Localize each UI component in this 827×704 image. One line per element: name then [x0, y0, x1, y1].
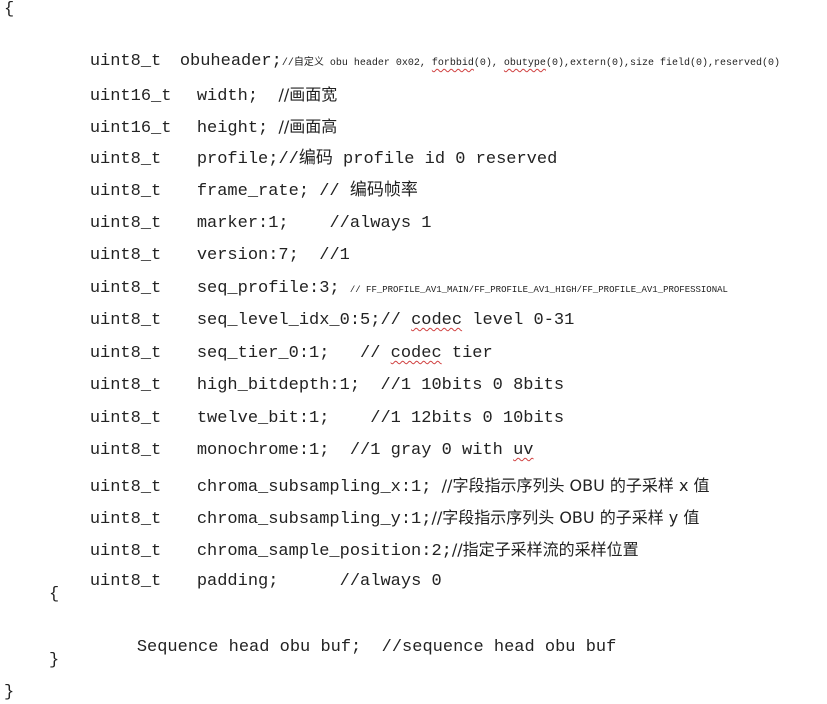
field-name: seq_level_idx_0:5;: [196, 311, 381, 330]
comment: //编码 profile id 0 reserved: [278, 150, 558, 169]
comment: //1 10bits 0 8bits: [380, 376, 565, 395]
type-keyword: uint8_t: [89, 246, 162, 265]
comment: //指定子采样流的采样位置: [451, 540, 639, 559]
type-keyword: uint8_t: [89, 150, 162, 169]
code-line-profile: uint8_t profile;//编码 profile id 0 reserve…: [49, 130, 557, 190]
code-line-chroma-subsampling-x: uint8_t chroma_subsampling_x:1; //字段指示序列头…: [49, 456, 710, 518]
code-line-chroma-subsampling-y: uint8_t chroma_subsampling_y:1;//字段指示序列头 …: [49, 488, 700, 550]
struct-close-brace: }: [4, 683, 15, 702]
type-keyword: uint8_t: [89, 542, 162, 561]
comment: //字段指示序列头 OBU 的子采样 x 值: [441, 476, 710, 495]
comment: //画面高: [278, 117, 338, 136]
type-keyword: uint8_t: [89, 409, 162, 428]
code-line-chroma-sample-position: uint8_t chroma_sample_position:2;//指定子采样流…: [49, 520, 639, 582]
code-line-frame-rate: uint8_t frame_rate; // 编码帧率: [49, 162, 418, 222]
field-name: obuheader;: [179, 52, 282, 71]
code-line-seq-level-idx: uint8_t seq_level_idx_0:5;// codec level …: [49, 291, 574, 351]
comment: //画面宽: [278, 85, 338, 104]
inner-close-brace: }: [49, 651, 60, 670]
field-name: chroma_subsampling_x:1;: [196, 478, 432, 497]
type-keyword: uint8_t: [89, 510, 162, 529]
type-keyword: uint16_t: [89, 119, 172, 138]
comment: // codec tier: [360, 344, 493, 363]
type-keyword: uint8_t: [89, 572, 162, 591]
comment: //自定义 obu header 0x02, forbbid(0), obuty…: [281, 57, 780, 69]
code-line-version: uint8_t version:7; //1: [49, 226, 350, 286]
code-line-obuheader: uint8_t obuheader;//自定义 obu header 0x02, …: [49, 32, 780, 94]
comment: //always 0: [339, 572, 442, 591]
field-name: version:7;: [196, 246, 299, 265]
type-keyword: uint8_t: [89, 52, 162, 71]
type-keyword: uint8_t: [89, 214, 162, 233]
field-name: height;: [196, 119, 269, 138]
type-keyword: uint16_t: [89, 87, 172, 106]
type-keyword: uint8_t: [89, 478, 162, 497]
code-line-high-bitdepth: uint8_t high_bitdepth:1; //1 10bits 0 8bi…: [49, 356, 564, 416]
comment: //sequence head obu buf: [381, 638, 617, 657]
comment: //1 12bits 0 10bits: [370, 409, 565, 428]
field-name: width;: [196, 87, 259, 106]
code-line-monochrome: uint8_t monochrome:1; //1 gray 0 with uv: [49, 421, 534, 481]
code-line-width: uint16_t width; //画面宽: [49, 65, 337, 127]
type-keyword: uint8_t: [89, 182, 162, 201]
code-line-sequence-head: Sequence head obu buf; //sequence head o…: [96, 618, 616, 678]
comment: //1: [319, 246, 350, 265]
statement: Sequence head obu buf;: [136, 638, 362, 657]
type-keyword: uint8_t: [89, 279, 162, 298]
field-name: marker:1;: [196, 214, 289, 233]
field-name: padding;: [196, 572, 279, 591]
comment: //always 1: [329, 214, 432, 233]
field-name: frame_rate;: [196, 182, 310, 201]
field-name: seq_tier_0:1;: [196, 344, 330, 363]
inner-open-brace: {: [49, 585, 60, 604]
type-keyword: uint8_t: [89, 441, 162, 460]
code-line-marker: uint8_t marker:1; //always 1: [49, 194, 432, 254]
code-line-twelve-bit: uint8_t twelve_bit:1; //1 12bits 0 10bits: [49, 389, 564, 449]
field-name: twelve_bit:1;: [196, 409, 330, 428]
field-name: monochrome:1;: [196, 441, 330, 460]
struct-open-brace: {: [4, 0, 15, 19]
comment: // codec level 0-31: [380, 311, 575, 330]
comment: // FF_PROFILE_AV1_MAIN/FF_PROFILE_AV1_HI…: [349, 285, 728, 295]
code-line-padding: uint8_t padding; //always 0: [49, 552, 442, 612]
field-name: seq_profile:3;: [196, 279, 340, 298]
comment: //字段指示序列头 OBU 的子采样 y 值: [431, 508, 700, 527]
type-keyword: uint8_t: [89, 311, 162, 330]
comment: //1 gray 0 with uv: [349, 441, 534, 460]
code-line-height: uint16_t height; //画面高: [49, 97, 337, 159]
comment: // 编码帧率: [319, 182, 418, 201]
type-keyword: uint8_t: [89, 376, 162, 395]
field-name: chroma_sample_position:2;: [196, 542, 452, 561]
field-name: chroma_subsampling_y:1;: [196, 510, 432, 529]
field-name: profile;: [196, 150, 279, 169]
code-line-seq-tier: uint8_t seq_tier_0:1; // codec tier: [49, 324, 493, 384]
field-name: high_bitdepth:1;: [196, 376, 361, 395]
type-keyword: uint8_t: [89, 344, 162, 363]
code-line-seq-profile: uint8_t seq_profile:3; // FF_PROFILE_AV1_…: [49, 259, 728, 320]
